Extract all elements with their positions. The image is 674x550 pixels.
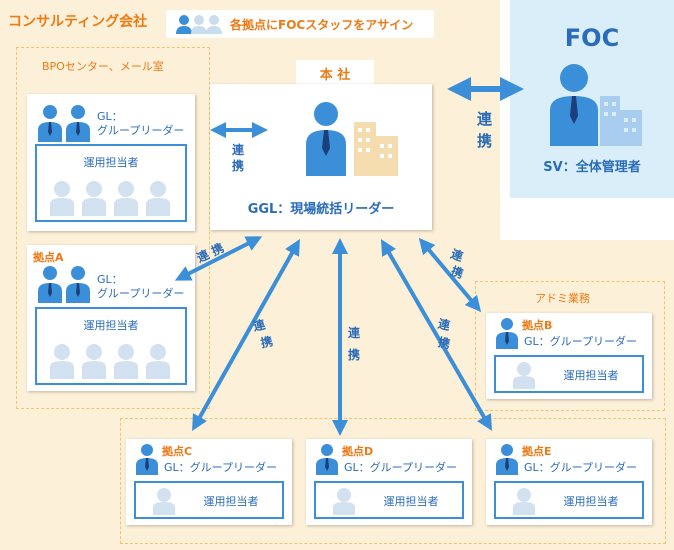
site-b-gl: GL：グループリーダー [524, 335, 637, 348]
site-d-card: 拠点D GL：グループリーダー 運用担当者 [306, 439, 472, 525]
bpo-card: GL： グループリーダー 運用担当者 [27, 94, 195, 231]
site-d-gl: GL：グループリーダー [344, 461, 457, 474]
hq-tab-label: 本 社 [319, 68, 351, 83]
site-d-operator-label: 運用担当者 [383, 495, 439, 508]
site-c-operator-box: 運用担当者 [134, 481, 284, 519]
gl-person-icon [38, 266, 90, 303]
link-label-kei: 携 [348, 348, 361, 362]
foc-sv-label: SV：全体管理者 [543, 160, 641, 175]
bpo-gl-label: GL： グループリーダー [97, 110, 184, 138]
site-a-gl-line1: GL： [97, 273, 123, 286]
link-label-ren: 連 [348, 326, 361, 340]
site-d-label: 拠点D [342, 445, 374, 458]
site-e-label: 拠点E [522, 445, 552, 458]
operator-icon [153, 488, 175, 515]
gl-person-icon [496, 318, 518, 349]
gl-person-icon [38, 105, 90, 142]
site-b-card: 拠点B GL：グループリーダー 運用担当者 [486, 313, 652, 399]
site-a-gl-line2: グループリーダー [97, 287, 185, 300]
site-a-operator-label: 運用担当者 [83, 319, 139, 332]
link-label-kei: 携 [259, 334, 275, 351]
site-c-label: 拠点C [162, 445, 193, 458]
link-label-kei: 携 [477, 132, 493, 150]
site-c-operator-label: 運用担当者 [203, 495, 259, 508]
operator-group-icon [50, 344, 170, 379]
operator-group-icon [50, 181, 170, 216]
site-e-operator-box: 運用担当者 [494, 481, 644, 519]
site-e-operator-label: 運用担当者 [563, 495, 619, 508]
operator-icon [333, 488, 355, 515]
staff-group-icon [176, 15, 222, 34]
site-c-gl: GL：グループリーダー [164, 461, 277, 474]
operator-icon [513, 488, 535, 515]
assign-banner: 各拠点にFOCスタッフをアサイン [166, 10, 434, 38]
site-b-label: 拠点B [522, 319, 553, 332]
gl-person-icon [496, 444, 518, 475]
gl-person-icon [316, 444, 338, 475]
bpo-region [16, 47, 210, 409]
link-label-bpo: 連携 [232, 142, 244, 174]
site-a-card: 拠点A GL： グループリーダー 運用担当者 [27, 245, 195, 391]
hq-ggl-label: GGL：現場統括リーダー [247, 202, 395, 217]
link-label-ren: 連 [477, 110, 493, 128]
foc-title: FOC [564, 24, 620, 52]
site-e-card: 拠点E GL：グループリーダー 運用担当者 [486, 439, 652, 525]
site-a-gl-label: GL： グループリーダー [97, 273, 184, 301]
site-e-gl: GL：グループリーダー [524, 461, 637, 474]
link-label-foc: 連携 [477, 108, 492, 152]
gl-person-icon [136, 444, 158, 475]
bpo-gl-line2: グループリーダー [97, 124, 185, 137]
hq-card: GGL：現場統括リーダー [210, 84, 432, 230]
hq-tab: 本 社 [296, 60, 374, 84]
site-a-label: 拠点A [33, 251, 64, 264]
site-d-operator-box: 運用担当者 [314, 481, 464, 519]
leader-building-icon [306, 102, 398, 176]
site-c-card: 拠点C GL：グループリーダー 運用担当者 [126, 439, 292, 525]
site-b-operator-label: 運用担当者 [563, 369, 619, 382]
bpo-title: BPOセンター、メール室 [42, 60, 164, 73]
bpo-gl-line1: GL： [97, 110, 123, 123]
admin-title: アドミ業務 [535, 292, 590, 305]
bpo-operator-box: 運用担当者 [35, 144, 187, 222]
operator-icon [513, 362, 535, 389]
link-label-site-d: 連携 [348, 322, 360, 366]
sv-manager-icon [550, 64, 642, 146]
bpo-operator-label: 運用担当者 [83, 156, 139, 169]
site-a-operator-box: 運用担当者 [35, 307, 187, 385]
site-b-operator-box: 運用担当者 [494, 355, 644, 393]
banner-text: 各拠点にFOCスタッフをアサイン [230, 18, 414, 32]
link-label-ren: 連 [232, 143, 245, 157]
link-label-kei: 携 [232, 159, 245, 173]
consulting-title: コンサルティング会社 [8, 14, 148, 30]
